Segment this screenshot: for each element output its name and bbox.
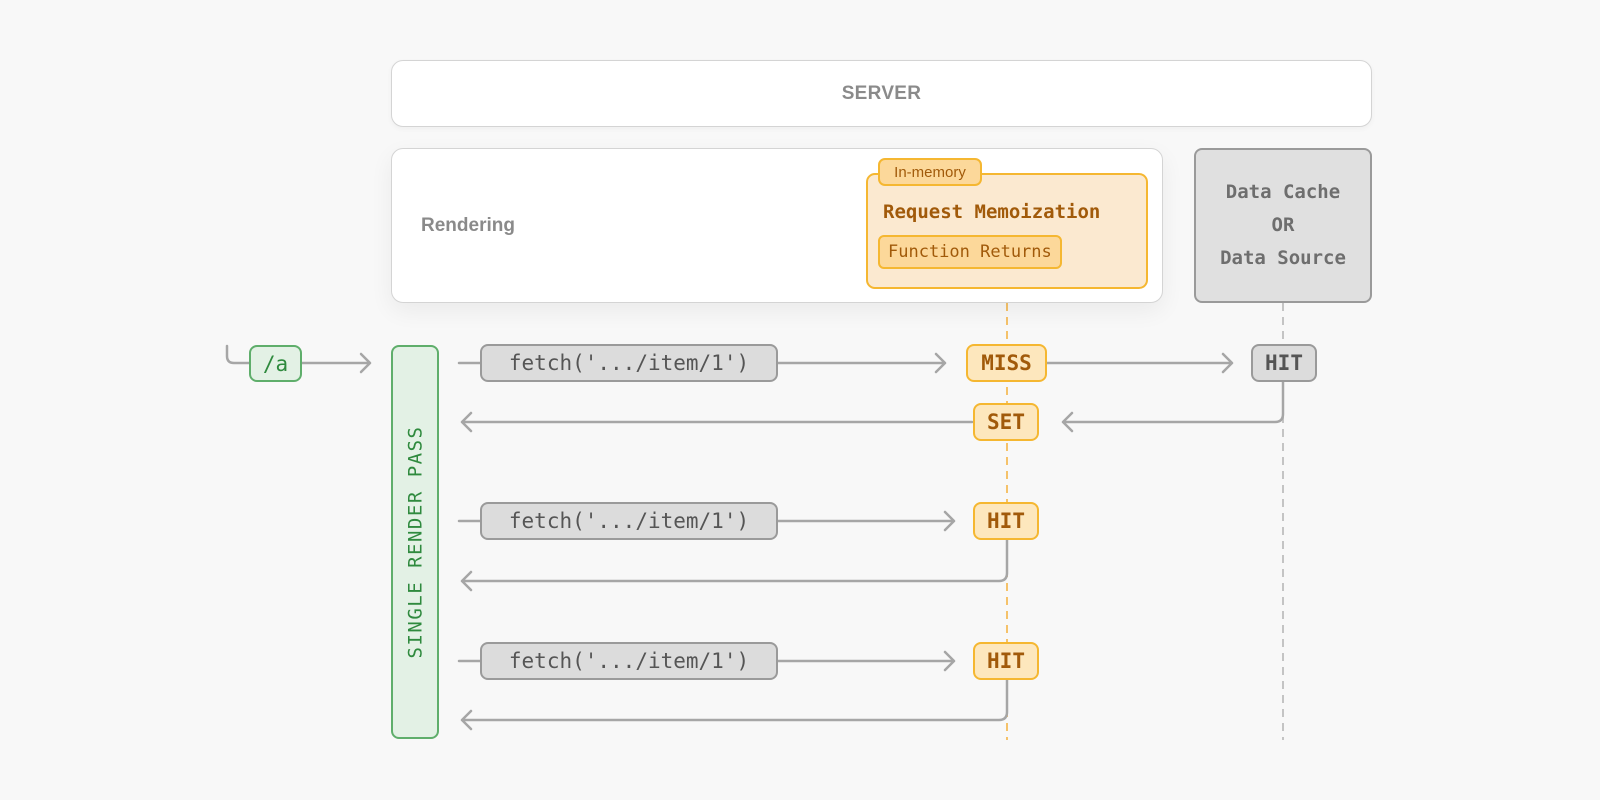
memo-hit-badge-2: HIT [973,502,1039,540]
in-memory-badge: In-memory [878,158,982,186]
fetch-call-2: fetch('.../item/1') [480,502,778,540]
data-source-line: Data Source [1220,247,1346,269]
route-badge: /a [249,345,302,382]
route-entry-connector [225,344,251,365]
data-cache-hit-badge: HIT [1251,344,1317,382]
hit2-return-arrow [460,538,1009,592]
single-render-pass-bar: SINGLE RENDER PASS [391,345,439,739]
request-memoization-title: Request Memoization [883,201,1101,223]
fetch1-to-memo-arrow [776,352,947,374]
server-header: SERVER [391,60,1372,127]
fetch3-to-memo-arrow [776,650,956,672]
set-return-arrow [460,411,974,433]
function-returns-label: Function Returns [878,235,1062,269]
rendering-label: Rendering [421,214,515,236]
memo-hit-badge-3: HIT [973,642,1039,680]
fetch2-to-memo-arrow [776,510,956,532]
memo-set-badge: SET [973,403,1039,441]
route-to-render-arrow [300,352,372,374]
data-cache-or-line: OR [1271,214,1295,236]
datacache-return-arrow [1061,380,1285,433]
memo-miss-badge: MISS [966,344,1047,382]
request-memoization-box: Request Memoization Function Returns [866,173,1148,289]
fetch-call-3: fetch('.../item/1') [480,642,778,680]
hit3-return-arrow [460,678,1009,731]
data-cache-line: Data Cache [1225,181,1341,203]
single-render-pass-label: SINGLE RENDER PASS [404,425,426,659]
data-cache-box: Data Cache OR Data Source [1194,148,1372,303]
fetch-call-1: fetch('.../item/1') [480,344,778,382]
memo-to-datacache-arrow [1044,352,1234,374]
